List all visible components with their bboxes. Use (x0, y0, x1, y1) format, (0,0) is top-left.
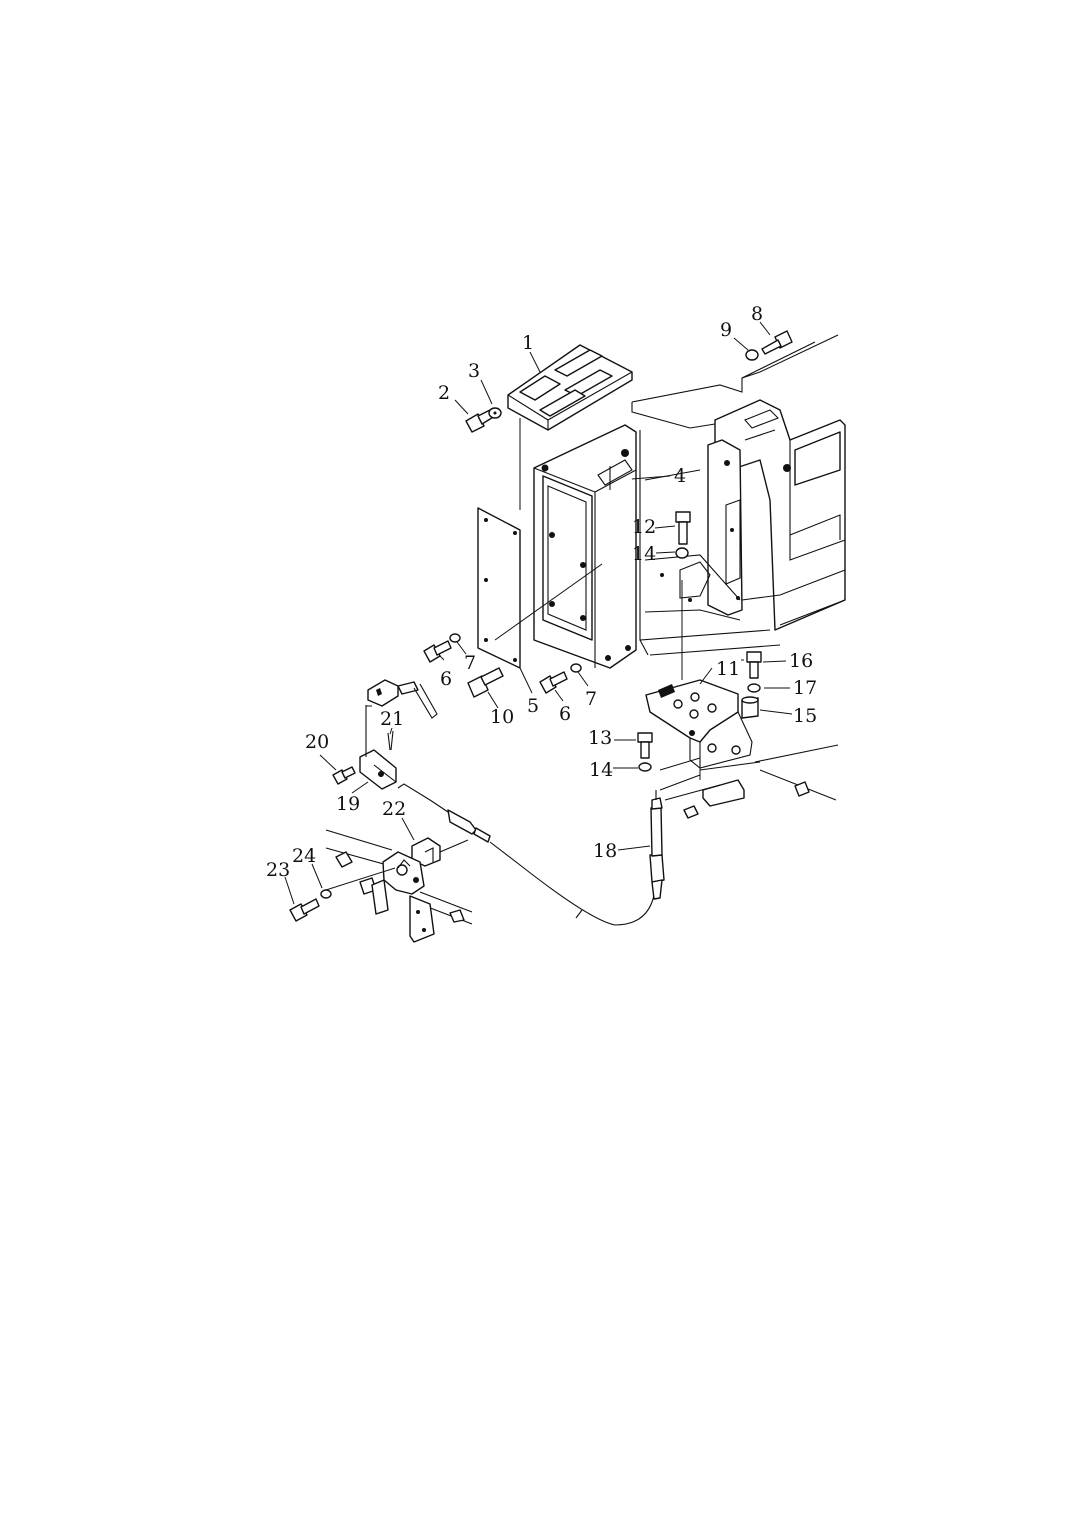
callout-10: 10 (490, 706, 514, 728)
callout-22: 22 (382, 798, 406, 820)
callout-14-lower: 14 (589, 759, 613, 781)
callout-4: 4 (674, 465, 686, 487)
callout-1: 1 (522, 332, 534, 354)
callout-11: 11 (716, 658, 740, 680)
callout-20: 20 (305, 731, 329, 753)
callout-15: 15 (793, 705, 817, 727)
callout-6-left: 6 (440, 668, 452, 690)
callout-3: 3 (468, 360, 480, 382)
callout-5: 5 (527, 695, 539, 717)
chassis-frame (631, 334, 846, 819)
callout-2: 2 (438, 382, 450, 404)
callout-17: 17 (793, 677, 817, 699)
fasteners (289, 330, 793, 922)
callout-13: 13 (588, 727, 612, 749)
callout-16: 16 (789, 650, 813, 672)
part-1-cover-plate (507, 344, 633, 431)
leader-lines (284, 321, 793, 905)
callout-12: 12 (632, 516, 656, 538)
callout-9: 9 (720, 319, 732, 341)
part-4-console-housing (533, 424, 637, 669)
callout-7-left: 7 (464, 652, 476, 674)
part-5-side-panel (477, 507, 521, 669)
callout-6-right: 6 (559, 703, 571, 725)
callout-23: 23 (266, 859, 290, 881)
callout-14-upper: 14 (632, 543, 656, 565)
linkage-assembly (325, 679, 665, 943)
callout-18: 18 (593, 840, 617, 862)
callout-24: 24 (292, 845, 316, 867)
callout-labels: 1 2 3 4 5 6 6 7 7 8 9 10 11 12 13 14 14 … (266, 303, 817, 881)
callout-19: 19 (336, 793, 360, 815)
callout-8: 8 (751, 303, 763, 325)
callout-7-right: 7 (585, 688, 597, 710)
part-11-pedal-bracket (645, 679, 753, 769)
callout-21: 21 (380, 708, 404, 730)
